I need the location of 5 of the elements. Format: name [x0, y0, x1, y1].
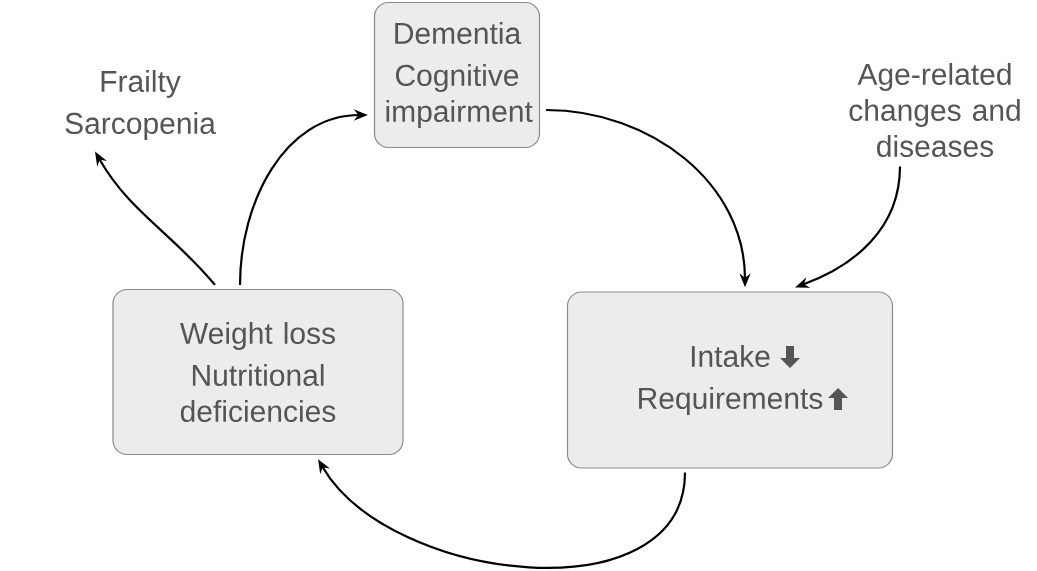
text-label: Frailty Sarcopenia: [65, 70, 216, 140]
rounded-box: Weight loss Nutritional deficiencies: [112, 288, 404, 456]
rounded-box: Dementia Cognitive impairment: [373, 1, 541, 149]
text-label: Age-related changes and diseases: [849, 63, 1020, 157]
rounded-box: Intake Requirements: [566, 291, 894, 469]
